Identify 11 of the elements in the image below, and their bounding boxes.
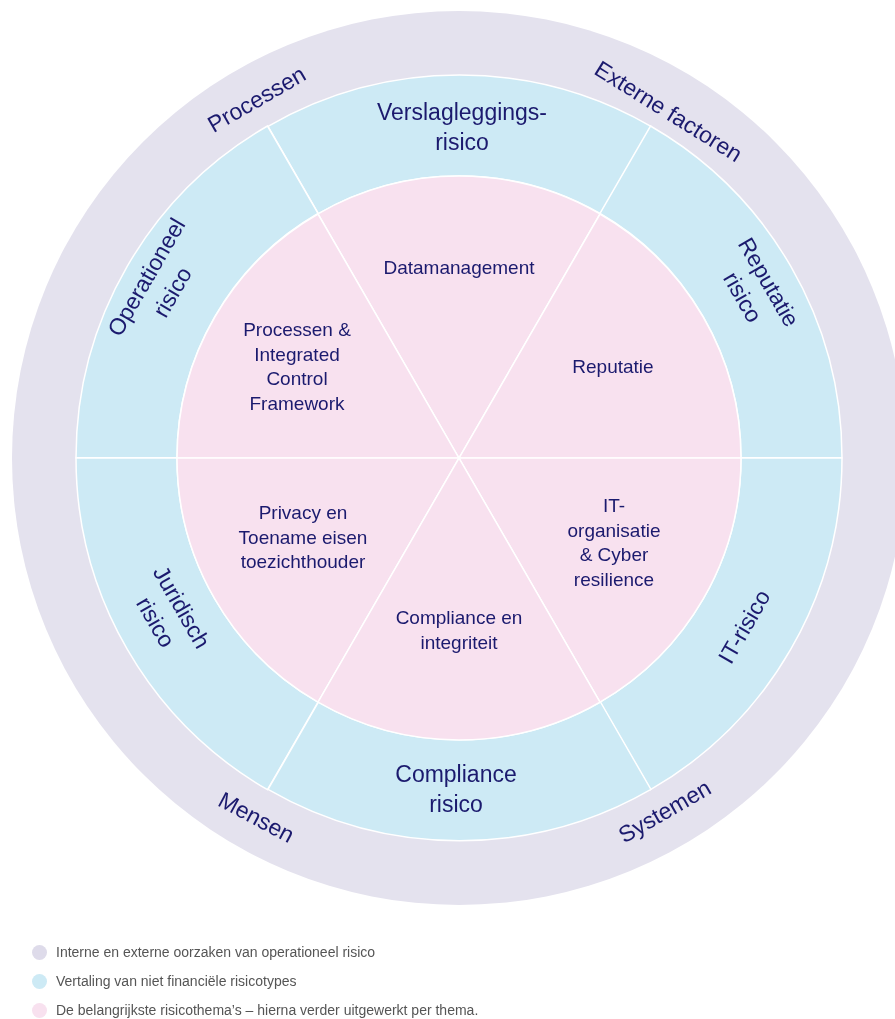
risk-type-label: Verslagleggings- risico — [375, 98, 549, 157]
theme-label: Compliance en integriteit — [394, 606, 524, 655]
theme-label: Processen & Integrated Control Framework — [242, 317, 352, 416]
theme-label: IT- organisatie & Cyber resilience — [566, 493, 662, 592]
theme-label: Reputatie — [571, 354, 655, 379]
risk-type-label: Compliance risico — [394, 760, 518, 819]
legend-text: Interne en externe oorzaken van operationeel risico — [56, 944, 376, 960]
theme-label: Privacy en Toename eisen toezichthouder — [237, 500, 369, 575]
theme-label: Datamanagement — [382, 255, 536, 280]
legend-text: Vertaling van niet financiële risicotypes — [56, 973, 297, 989]
legend-text: De belangrijkste risicothema’s – hierna verder uitgewerkt per thema. — [56, 1002, 479, 1018]
